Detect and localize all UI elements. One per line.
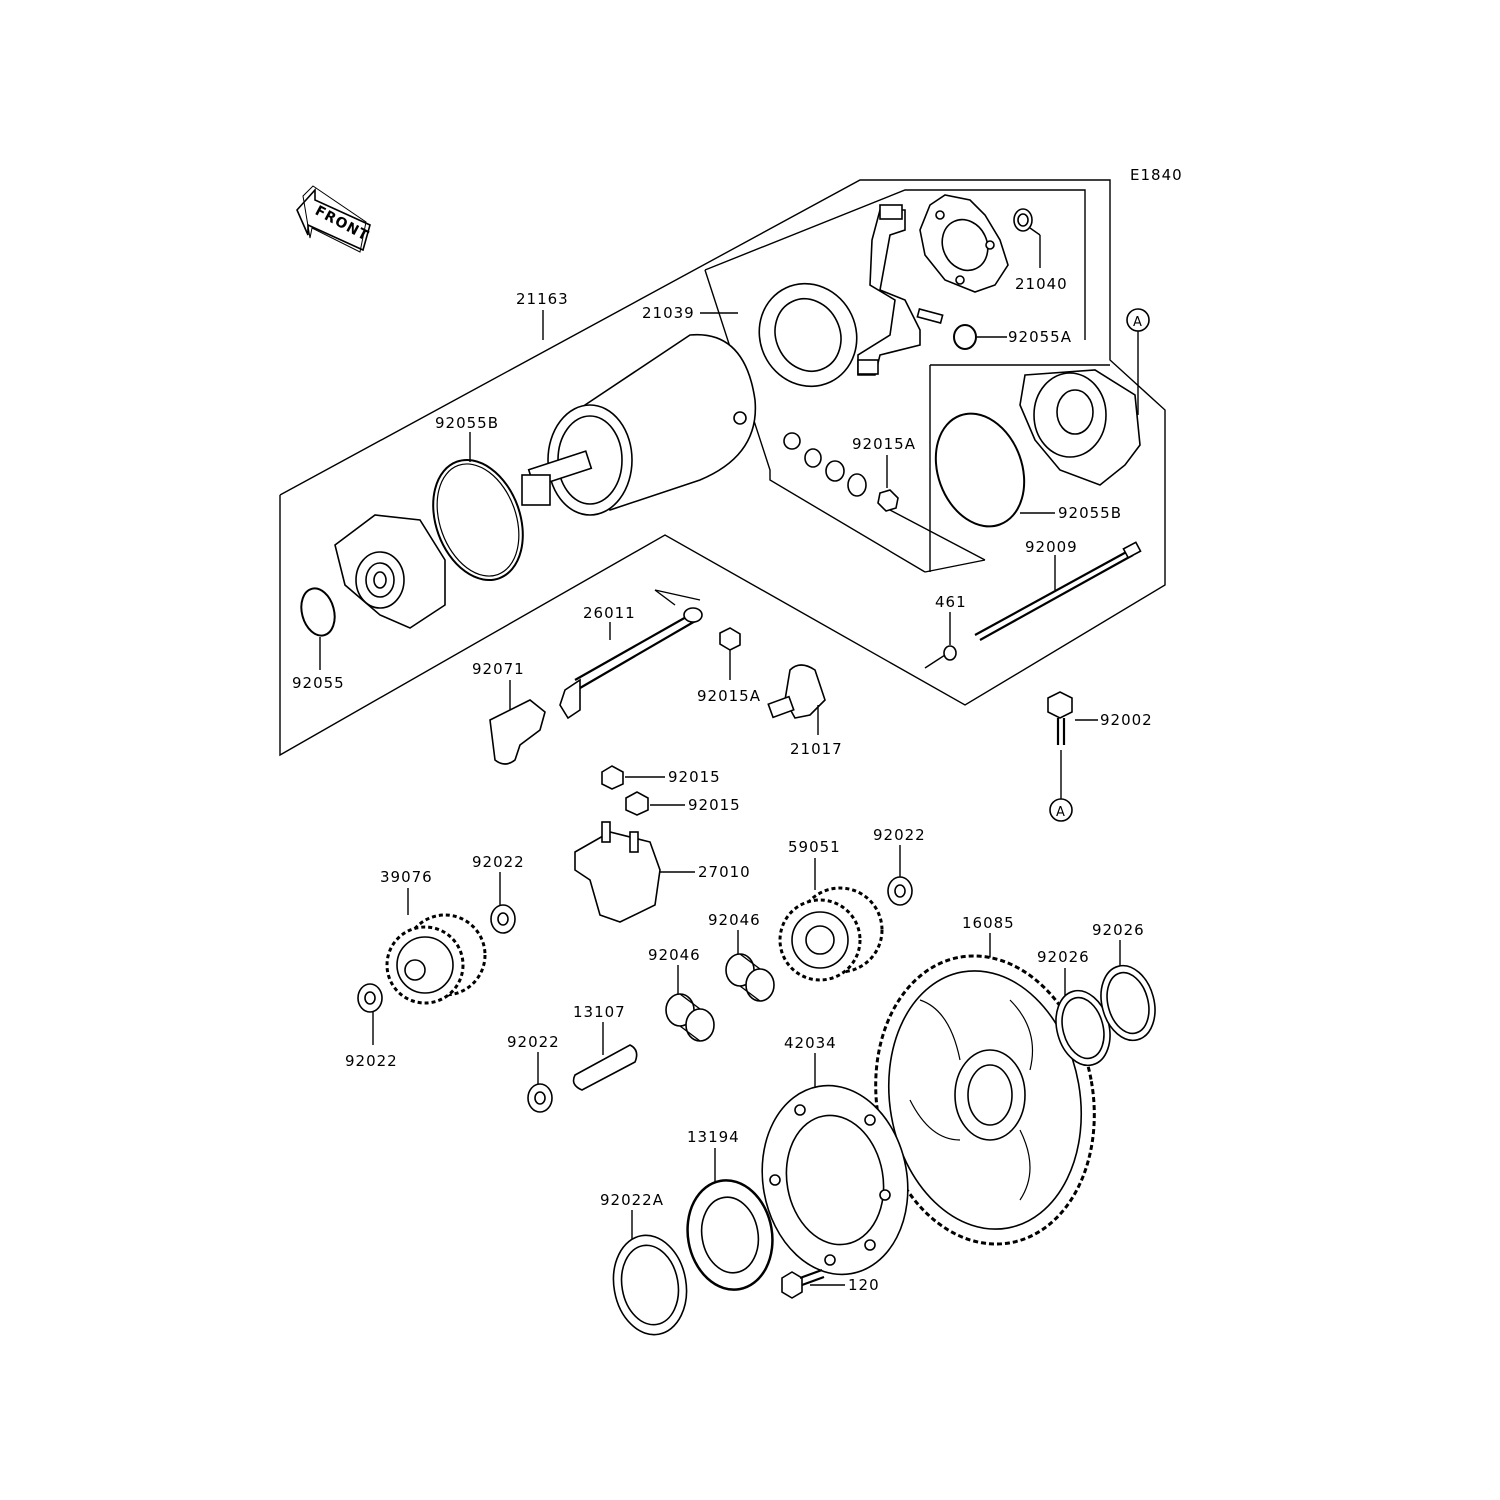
label-92071: 92071 (472, 660, 525, 678)
part-92015a-nut-lower: 92015A (697, 627, 761, 705)
part-92022a-washer: 92022A (600, 1191, 688, 1336)
label-92015a-upper: 92015A (852, 435, 916, 453)
part-13107-shaft: 13107 (572, 1003, 638, 1091)
label-16085: 16085 (962, 914, 1015, 932)
part-59051-gear: 59051 (778, 838, 884, 982)
part-21040-terminal: 21040 (1013, 208, 1068, 293)
label-92022-a: 92022 (472, 853, 525, 871)
part-92022-washer-b: 92022 (345, 983, 398, 1070)
part-21039-brush-holder: 21039 (642, 282, 858, 388)
label-13107: 13107 (573, 1003, 626, 1021)
part-42034-clutch-housing: 42034 (761, 1034, 909, 1276)
label-21040: 21040 (1015, 275, 1068, 293)
callout-a-lower-label: A (1056, 805, 1066, 820)
part-26011-lead: 26011 (559, 604, 703, 720)
part-rear-cover (1019, 369, 1141, 486)
label-92009: 92009 (1025, 538, 1078, 556)
label-21017: 21017 (790, 740, 843, 758)
label-92046-a: 92046 (708, 911, 761, 929)
part-starter-yoke (521, 333, 757, 516)
part-92071-terminal-cap: 92071 (472, 660, 546, 765)
part-461-washer: 461 (924, 593, 967, 669)
part-27010-starter-relay: 27010 (574, 821, 751, 923)
part-21017-terminal-boot: 21017 (767, 664, 843, 758)
label-92022-c: 92022 (507, 1033, 560, 1051)
front-direction-arrow: FRONT (296, 185, 371, 253)
part-92015-nut-b: 92015 (625, 791, 741, 816)
part-39076-idler-gear: 39076 (380, 868, 487, 1005)
label-21039: 21039 (642, 304, 695, 322)
part-92009-through-bolt: 92009 (974, 538, 1142, 641)
label-92055a: 92055A (1008, 328, 1072, 346)
label-27010: 27010 (698, 863, 751, 881)
figure-code: E1840 (1130, 166, 1183, 184)
label-92026-a: 92026 (1037, 948, 1090, 966)
part-92055a-oring: 92055A (953, 324, 1072, 350)
callout-a-upper: A (1126, 308, 1150, 415)
label-39076: 39076 (380, 868, 433, 886)
label-92015-b: 92015 (688, 796, 741, 814)
label-92046-b: 92046 (648, 946, 701, 964)
part-92055-oring: 92055 (292, 587, 345, 692)
label-92015-a: 92015 (668, 768, 721, 786)
part-120-bolt: 120 (781, 1268, 880, 1299)
part-92026-spacer-b: 92026 (1092, 921, 1156, 1042)
label-92022-b: 92022 (345, 1052, 398, 1070)
label-92026-b: 92026 (1092, 921, 1145, 939)
label-92002: 92002 (1100, 711, 1153, 729)
part-16085-starter-clutch-gear: 16085 (874, 914, 1096, 1246)
label-21163: 21163 (516, 290, 569, 308)
part-92015a-washer-stack: 92015A (783, 432, 916, 512)
label-42034: 42034 (784, 1034, 837, 1052)
label-461: 461 (935, 593, 967, 611)
part-92022-washer-a: 92022 (472, 853, 525, 934)
part-brush-end-plate (919, 194, 1009, 293)
label-26011: 26011 (583, 604, 636, 622)
part-92055b-left-oring: 92055B (432, 414, 524, 582)
label-120: 120 (848, 1276, 880, 1294)
part-92046-bearing-a: 92046 (708, 911, 775, 1002)
part-92022-washer-d: 92022 (873, 826, 926, 906)
part-92046-bearing-b: 92046 (648, 946, 715, 1042)
part-brush-plate (857, 204, 944, 376)
label-92022a: 92022A (600, 1191, 664, 1209)
part-front-cover (334, 514, 446, 629)
part-13194-one-way-clutch: 13194 (686, 1128, 774, 1291)
label-92055: 92055 (292, 674, 345, 692)
part-92015-nut-a: 92015 (601, 765, 721, 790)
callout-a-upper-label: A (1133, 315, 1143, 330)
part-21163-callout: 21163 (516, 290, 569, 340)
part-92026-spacer-a: 92026 (1037, 948, 1111, 1067)
part-92002-bolt: 92002 (1047, 691, 1153, 745)
label-59051: 59051 (788, 838, 841, 856)
label-92055b-right: 92055B (1058, 504, 1122, 522)
label-92022-d: 92022 (873, 826, 926, 844)
label-92015a-lower: 92015A (697, 687, 761, 705)
part-92022-washer-c: 92022 (507, 1033, 560, 1113)
label-13194: 13194 (687, 1128, 740, 1146)
starter-assembly-frame (279, 179, 1166, 757)
label-92055b-left: 92055B (435, 414, 499, 432)
callout-a-lower: A (1049, 750, 1073, 822)
part-92055b-right-oring: 92055B (934, 412, 1122, 528)
